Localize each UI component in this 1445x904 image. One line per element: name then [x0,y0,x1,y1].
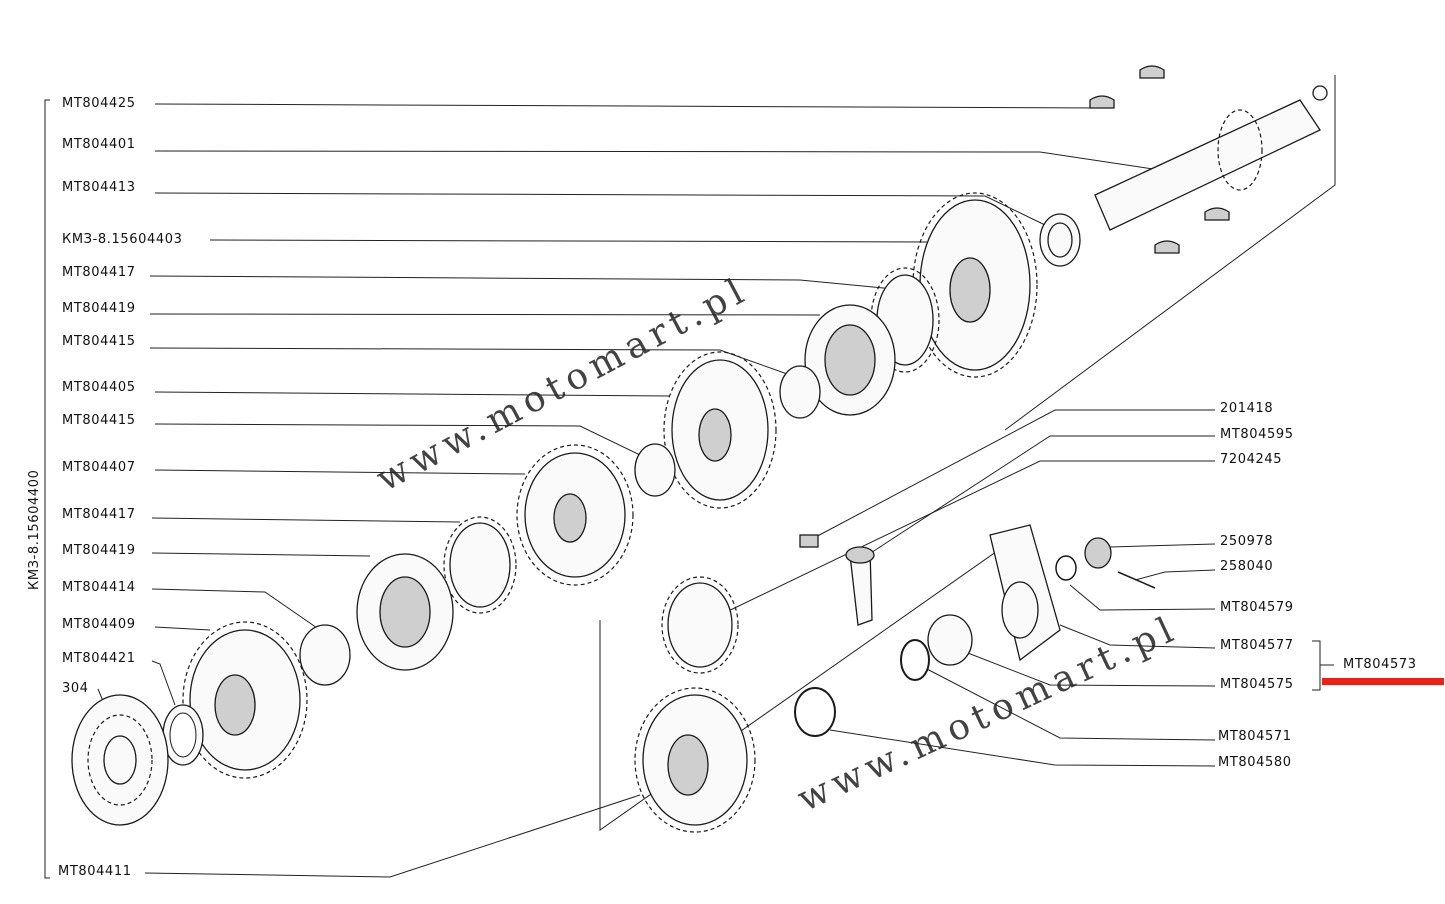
highlight-bar [1322,678,1444,685]
gear-804417-b [449,522,511,608]
washer-804580 [794,687,836,737]
shaft-gear [1217,109,1263,191]
group-label-mt804573: MT804573 [1343,657,1417,672]
frame-bottom [599,534,1021,831]
label-mt804413: MT804413 [62,180,136,195]
shaft-end [1312,85,1328,101]
label-mt804595: MT804595 [1220,427,1294,442]
parts [71,65,1328,833]
group-bracket [1312,640,1334,691]
label-mt804401: MT804401 [62,137,136,152]
label-201418: 201418 [1220,401,1273,416]
spring-804575 [927,614,973,666]
label-250978: 250978 [1220,534,1273,549]
label-mt804415-a: MT804415 [62,334,136,349]
label-mt804580: MT804580 [1218,755,1292,770]
assembly-vertical-label: КМЗ-8.15604400 [27,470,42,590]
key-top-a [1089,95,1115,109]
watermark-lower: www.motomart.pl [791,608,1184,820]
label-mt804414: MT804414 [62,580,136,595]
bushing-804415-a [779,365,821,419]
ring-804571 [900,639,930,681]
label-mt804419-a: MT804419 [62,301,136,316]
cotter-pin-258040 [1117,571,1156,589]
label-7204245: 7204245 [1220,452,1282,467]
left-labels: MT804425 MT804401 MT804413 КМЗ-8.1560440… [58,96,182,879]
label-mt804417-b: MT804417 [62,507,136,522]
right-labels: 201418 MT804595 7204245 250978 258040 MT… [1218,401,1417,770]
label-304: 304 [62,681,89,696]
label-258040: 258040 [1220,559,1273,574]
key-bottom-b [1154,240,1180,254]
screw-201418 [799,534,819,548]
label-mt804579: MT804579 [1220,600,1294,615]
gear-7204245 [667,582,733,668]
label-kmz-15604403: КМЗ-8.15604403 [62,232,182,247]
label-mt804409: MT804409 [62,617,136,632]
bushing-804415-b [634,443,676,497]
washer-804579 [1055,555,1077,581]
label-mt804575: MT804575 [1220,677,1294,692]
left-leaders [97,103,1161,878]
label-mt804415-b: MT804415 [62,413,136,428]
key-bottom-a [1204,207,1230,221]
label-mt804419-b: MT804419 [62,543,136,558]
bushing-804414 [299,624,351,686]
label-mt804577: MT804577 [1220,638,1294,653]
key-top-b [1139,65,1165,79]
label-mt804571: MT804571 [1218,729,1292,744]
left-bracket [44,99,50,879]
frame-top [1004,75,1336,431]
main-shaft [1094,99,1321,231]
label-mt804407: MT804407 [62,460,136,475]
label-mt804425: MT804425 [62,96,136,111]
right-leaders [719,409,1216,767]
label-mt804405: MT804405 [62,380,136,395]
label-mt804421: MT804421 [62,651,136,666]
label-mt804411: MT804411 [58,864,132,879]
nut-250978 [1084,537,1112,569]
label-mt804417-a: MT804417 [62,265,136,280]
